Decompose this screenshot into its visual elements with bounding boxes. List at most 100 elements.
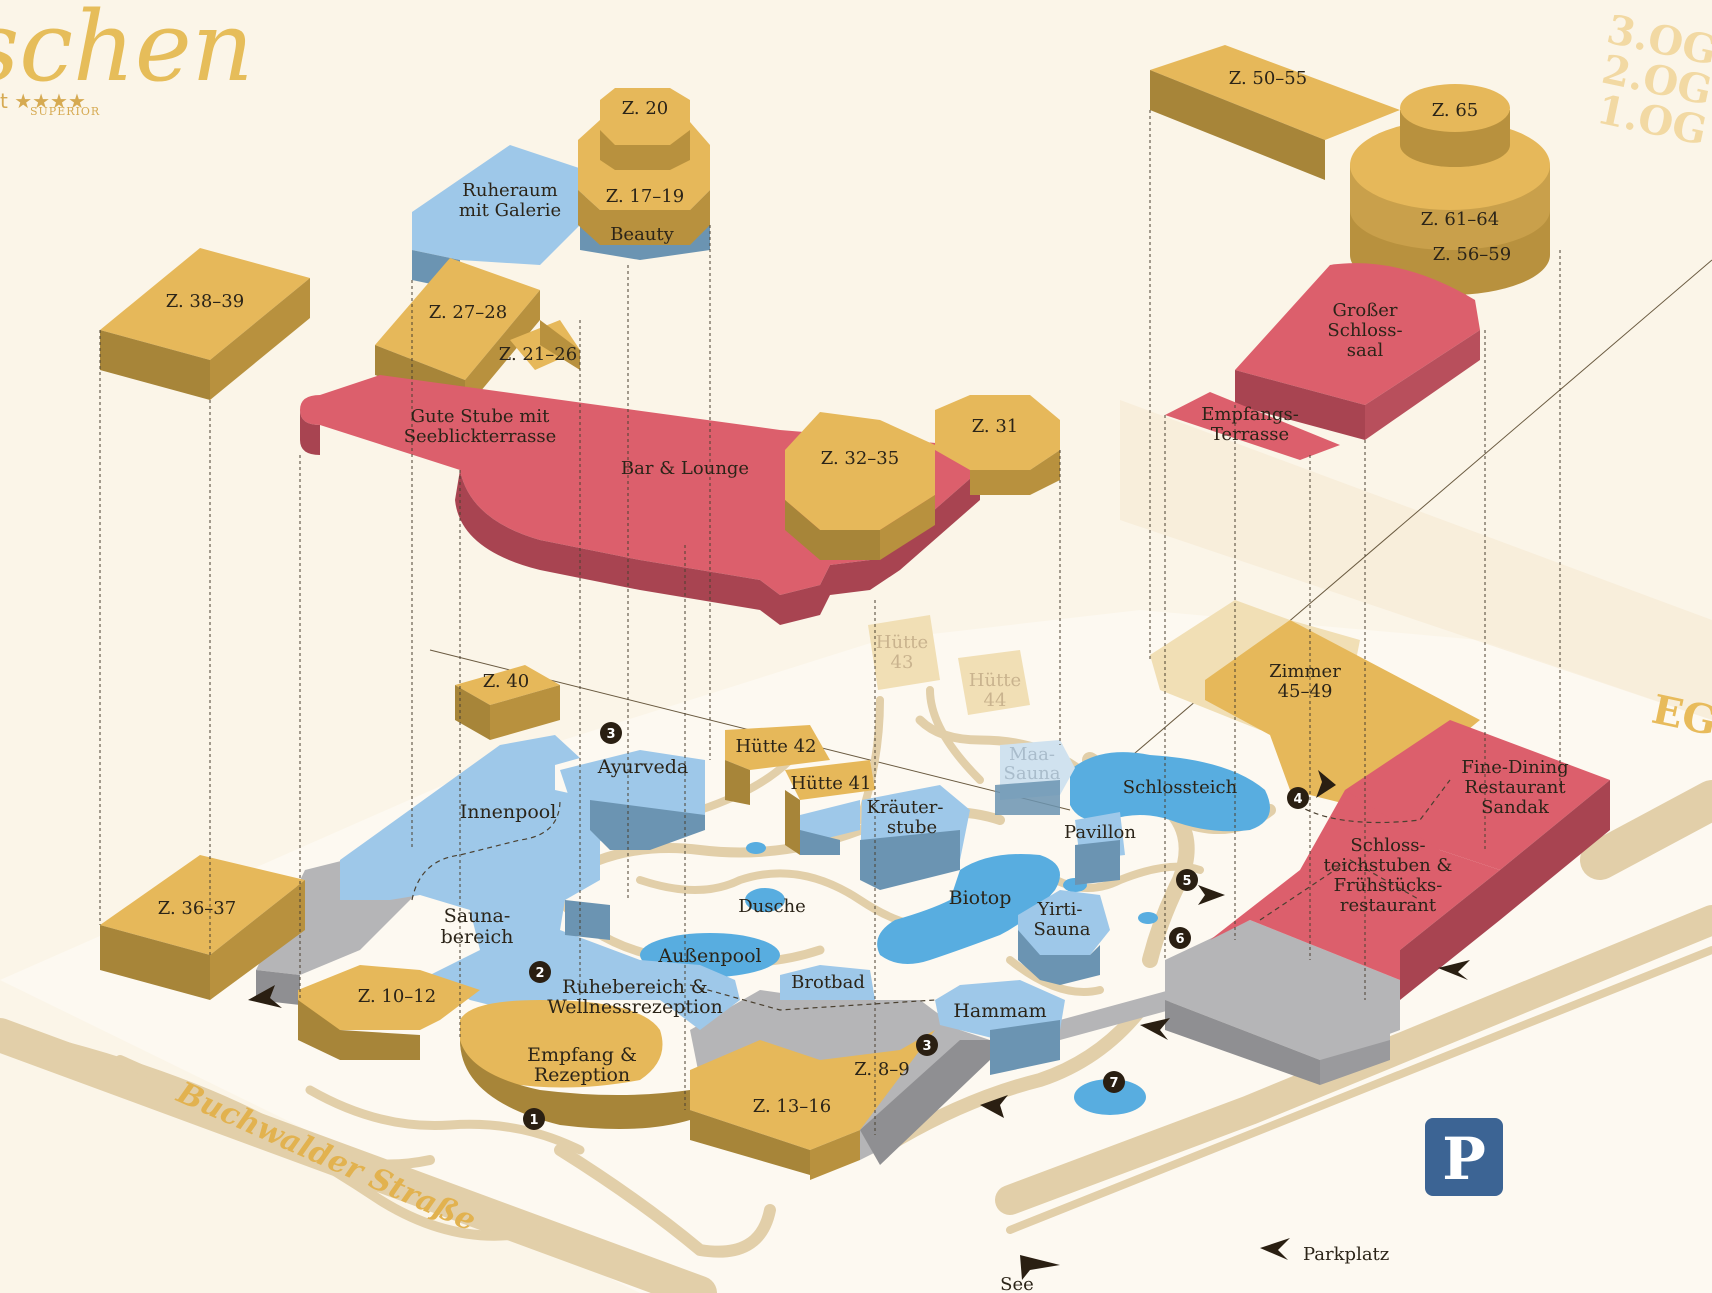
label-gute-stube: Gute Stube mit bbox=[411, 406, 550, 427]
label-saal-2: Schloss- bbox=[1327, 320, 1402, 341]
label-kraeuterstube: Kräuter- bbox=[867, 797, 944, 818]
label-ayurveda: Ayurveda bbox=[597, 756, 688, 778]
innenpool-sauna-area bbox=[340, 735, 740, 1030]
arrow-right-icon bbox=[1316, 770, 1336, 798]
marker-1-text: 1 bbox=[529, 1113, 538, 1128]
label-ruheraum-2: mit Galerie bbox=[459, 200, 561, 221]
upper-floors bbox=[100, 45, 1550, 625]
parking-icon bbox=[1425, 1118, 1503, 1196]
label-z61-64: Z. 61–64 bbox=[1421, 209, 1499, 230]
marker-4 bbox=[1287, 787, 1309, 809]
label-parkplatz: Parkplatz bbox=[1303, 1244, 1389, 1265]
z40-top bbox=[455, 665, 560, 705]
label-zimmer-45-49-2: 45–49 bbox=[1278, 681, 1333, 702]
arrow-parkplatz-icon bbox=[1260, 1238, 1290, 1260]
marker-7-text: 7 bbox=[1109, 1076, 1118, 1091]
label-zimmer-45-49: Zimmer bbox=[1269, 661, 1341, 682]
label-fine-dining-2: Restaurant bbox=[1464, 777, 1566, 798]
label-innenpool: Innenpool bbox=[460, 801, 557, 823]
parking-letter: P bbox=[1442, 1125, 1486, 1193]
marker-4-text: 4 bbox=[1293, 792, 1302, 807]
arrow-left-icon-3 bbox=[1140, 1018, 1170, 1040]
floor-divider-band bbox=[1120, 400, 1712, 720]
upper-floor-labels: Z. 20 Z. 17–19 Beauty Ruheraum mit Galer… bbox=[166, 68, 1511, 479]
label-biotop: Biotop bbox=[949, 887, 1012, 909]
restaurant-ground bbox=[1210, 720, 1610, 1000]
label-saunabereich: Sauna- bbox=[444, 905, 511, 927]
z13-16-top bbox=[690, 1030, 935, 1150]
label-schlossteich: Schlossteich bbox=[1123, 777, 1238, 798]
marker-3-hammam bbox=[916, 1034, 938, 1056]
label-z21-26: Z. 21–26 bbox=[499, 344, 577, 365]
ground-floor-labels: Hütte 43 Hütte 44 Z. 40 Ayurveda Hütte 4… bbox=[158, 632, 1569, 1117]
label-schlossteichstuben-2: teichstuben & bbox=[1324, 855, 1453, 876]
label-fine-dining: Fine-Dining bbox=[1461, 757, 1568, 778]
biotop-pond bbox=[877, 854, 1060, 964]
label-brotbad: Brotbad bbox=[791, 972, 865, 993]
label-z38-39: Z. 38–39 bbox=[166, 291, 244, 312]
huette44-block bbox=[958, 650, 1030, 715]
label-z50-55: Z. 50–55 bbox=[1229, 68, 1307, 89]
label-z10-12: Z. 10–12 bbox=[358, 986, 436, 1007]
arrow-left-icon-4 bbox=[980, 1095, 1008, 1118]
label-kraeuterstube-2: stube bbox=[887, 817, 937, 838]
marker-6 bbox=[1169, 927, 1191, 949]
label-gute-stube-2: Seeblickterrasse bbox=[404, 426, 557, 447]
label-empfang-2: Rezeption bbox=[534, 1064, 630, 1086]
label-empfangs-terrasse: Empfangs- bbox=[1201, 404, 1299, 425]
arrow-see-icon bbox=[1020, 1255, 1060, 1280]
label-schlossteichstuben-3: Frühstücks- bbox=[1334, 875, 1443, 896]
label-beauty: Beauty bbox=[610, 224, 674, 245]
label-empfang: Empfang & bbox=[527, 1044, 637, 1066]
logo-script-text: schen bbox=[0, 0, 254, 103]
arrow-left-icon-2 bbox=[1438, 960, 1470, 980]
teich-7-water bbox=[1074, 1079, 1146, 1115]
label-z56-59: Z. 56–59 bbox=[1433, 244, 1511, 265]
marker-2 bbox=[529, 961, 551, 983]
label-pavillon: Pavillon bbox=[1064, 822, 1136, 843]
huette42-top bbox=[725, 725, 830, 770]
empfang-rezeption-top bbox=[460, 1000, 663, 1088]
marker-3-hammam-text: 3 bbox=[922, 1039, 931, 1054]
logo-superior: SUPERIOR bbox=[30, 105, 100, 118]
label-schlossteichstuben: Schloss- bbox=[1350, 835, 1425, 856]
label-yirti-sauna-2: Sauna bbox=[1034, 919, 1091, 940]
label-schlossteichstuben-4: restaurant bbox=[1340, 895, 1437, 916]
marker-5-text: 5 bbox=[1182, 874, 1191, 889]
arrow-right-icon-2 bbox=[1198, 885, 1225, 905]
marker-2-text: 2 bbox=[535, 966, 544, 981]
marker-3-ayurveda bbox=[600, 722, 622, 744]
label-huette41: Hütte 41 bbox=[790, 773, 871, 794]
arrow-left-icon bbox=[248, 985, 282, 1008]
label-yirti-sauna: Yirti- bbox=[1037, 899, 1083, 920]
huette43-block bbox=[868, 615, 940, 690]
label-z40: Z. 40 bbox=[483, 671, 530, 692]
marker-3-ayurveda-text: 3 bbox=[606, 727, 615, 742]
floor-labels: 3.OG 2.OG 1.OG EG bbox=[1593, 6, 1712, 745]
schlossteichstuben-top bbox=[1210, 790, 1500, 980]
label-fine-dining-3: Sandak bbox=[1481, 797, 1550, 818]
floor-connector-line bbox=[1079, 259, 1712, 801]
yirti-sauna-room bbox=[1018, 890, 1110, 960]
label-z17-19: Z. 17–19 bbox=[606, 186, 684, 207]
label-empfangs-terrasse-2: Terrasse bbox=[1211, 424, 1289, 445]
numbered-markers: 1 2 3 3 4 5 6 7 bbox=[523, 722, 1309, 1130]
schlossteich-pond bbox=[1070, 752, 1270, 832]
label-ruhebereich-2: Wellnessrezeption bbox=[547, 996, 723, 1018]
label-saal-3: saal bbox=[1347, 340, 1384, 361]
label-ruheraum: Ruheraum bbox=[462, 180, 557, 201]
label-huette44-2: 44 bbox=[984, 690, 1007, 711]
label-maa-sauna: Maa- bbox=[1009, 744, 1055, 765]
floor-drop-lines bbox=[99, 110, 1561, 1135]
label-z31: Z. 31 bbox=[972, 416, 1019, 437]
label-saal: Großer bbox=[1332, 300, 1397, 321]
label-z13-16: Z. 13–16 bbox=[753, 1096, 831, 1117]
label-z20: Z. 20 bbox=[622, 98, 669, 119]
label-maa-sauna-2: Sauna bbox=[1004, 763, 1061, 784]
wellness-areas bbox=[340, 735, 1125, 1075]
label-aussenpool: Außenpool bbox=[657, 945, 761, 967]
label-huette42: Hütte 42 bbox=[735, 736, 816, 757]
marker-5 bbox=[1176, 869, 1198, 891]
label-z36-37: Z. 36–37 bbox=[158, 898, 236, 919]
